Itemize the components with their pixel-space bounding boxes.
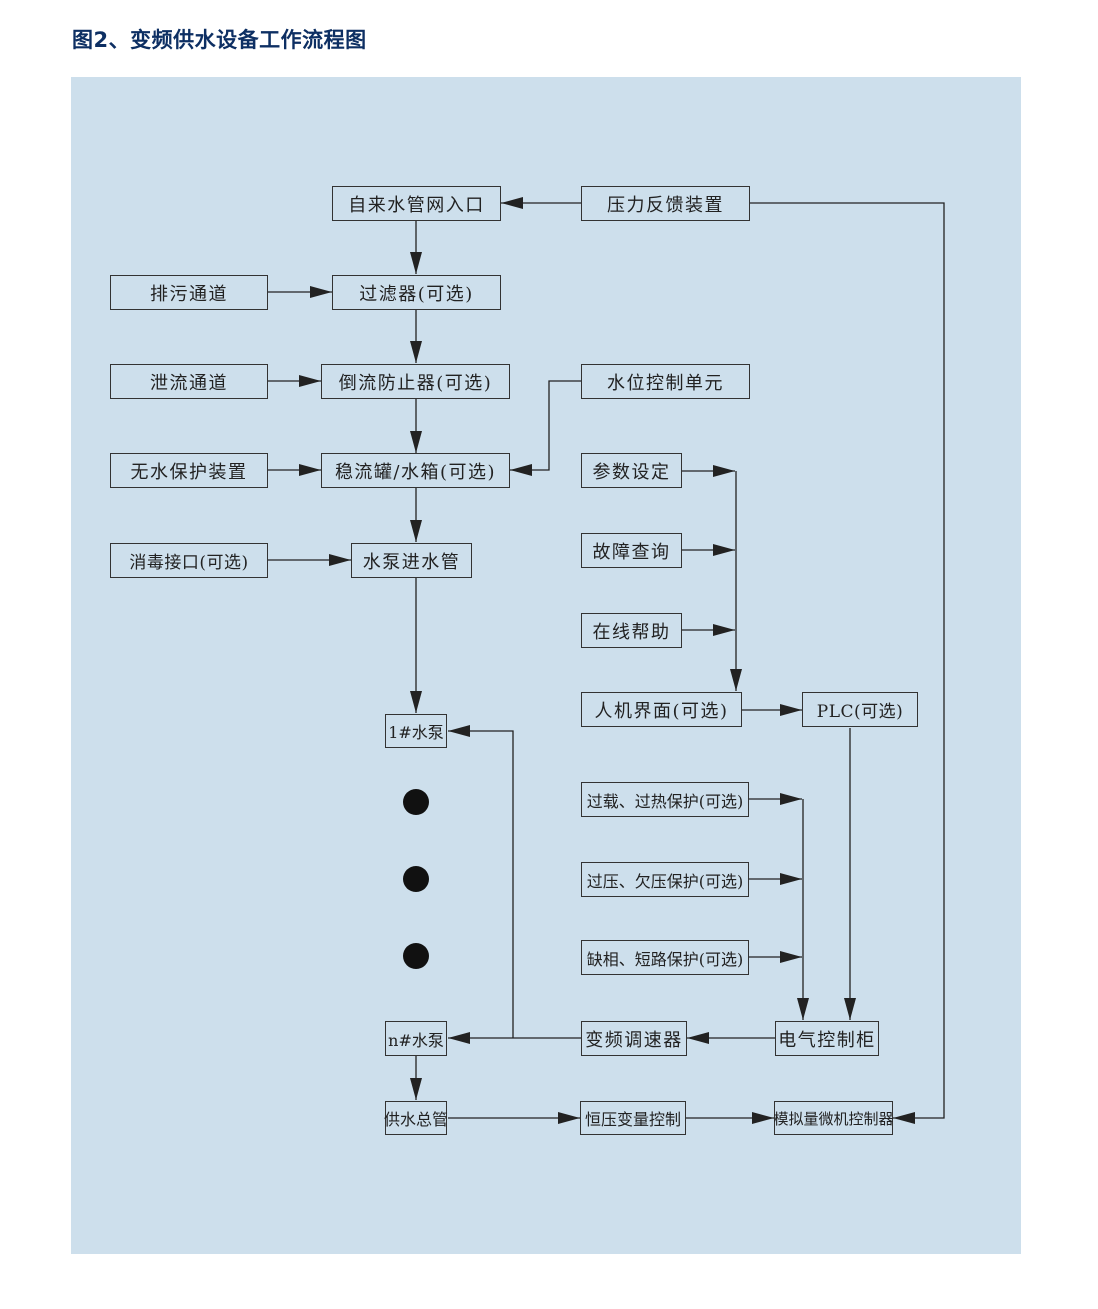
hmi-box: 人机界面(可选) bbox=[581, 692, 742, 727]
relief-channel-box: 泄流通道 bbox=[110, 364, 268, 399]
water-inlet-box: 自来水管网入口 bbox=[332, 186, 501, 221]
plc-box: PLC(可选) bbox=[802, 692, 918, 727]
ellipsis-dot bbox=[403, 943, 429, 969]
constant-pressure-box: 恒压变量控制 bbox=[580, 1101, 686, 1135]
vfd-box: 变频调速器 bbox=[581, 1021, 687, 1056]
param-setting-box: 参数设定 bbox=[581, 453, 682, 488]
sewage-channel-box: 排污通道 bbox=[110, 275, 268, 310]
supply-main-box: 供水总管 bbox=[384, 1101, 448, 1135]
water-level-unit-box: 水位控制单元 bbox=[581, 364, 750, 399]
tank-box: 稳流罐/水箱(可选) bbox=[321, 453, 510, 488]
pump-n-box: n#水泵 bbox=[385, 1021, 447, 1056]
pressure-feedback-box: 压力反馈装置 bbox=[581, 186, 750, 221]
phase-protection-box: 缺相、短路保护(可选) bbox=[581, 940, 749, 975]
overvoltage-protection-box: 过压、欠压保护(可选) bbox=[581, 862, 749, 897]
electric-cabinet-box: 电气控制柜 bbox=[775, 1021, 879, 1056]
arrow-waterlevel-to-tank bbox=[510, 380, 581, 476]
overload-protection-box: 过载、过热保护(可选) bbox=[581, 782, 749, 817]
arrow-feedback-to-analog bbox=[750, 202, 945, 1124]
disinfection-port-box: 消毒接口(可选) bbox=[110, 543, 268, 578]
diagram-panel bbox=[71, 77, 1021, 1254]
filter-box: 过滤器(可选) bbox=[332, 275, 501, 310]
arrow-vfd-to-pump1 bbox=[448, 725, 514, 1038]
page-title: 图2、变频供水设备工作流程图 bbox=[72, 28, 367, 52]
fault-query-box: 故障查询 bbox=[581, 533, 682, 568]
ellipsis-dot bbox=[403, 789, 429, 815]
pump-1-box: 1#水泵 bbox=[385, 714, 447, 748]
analog-controller-box: 模拟量微机控制器 bbox=[774, 1101, 894, 1135]
online-help-box: 在线帮助 bbox=[581, 613, 682, 648]
ellipsis-dot bbox=[403, 866, 429, 892]
pump-inlet-box: 水泵进水管 bbox=[351, 543, 472, 578]
no-water-protection-box: 无水保护装置 bbox=[110, 453, 268, 488]
backflow-preventer-box: 倒流防止器(可选) bbox=[321, 364, 510, 399]
